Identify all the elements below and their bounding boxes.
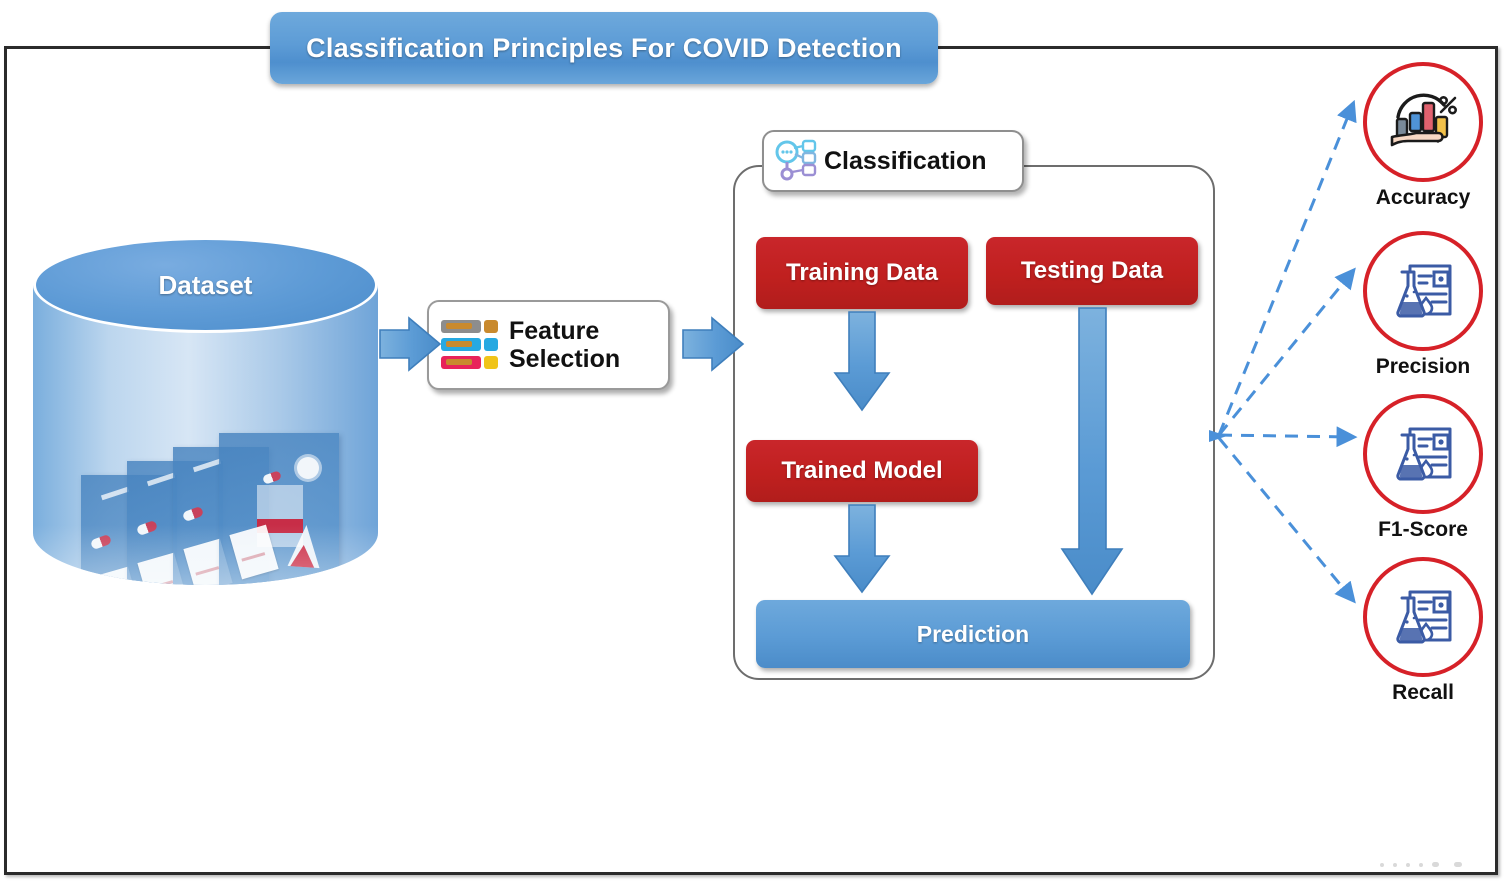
dataset-label: Dataset: [158, 269, 253, 300]
metric-ring: [1363, 394, 1483, 514]
hand-bar-chart-percent-icon: [1390, 93, 1457, 147]
prediction-box[interactable]: Prediction: [756, 600, 1190, 668]
dataset-sample-cards: [81, 433, 341, 585]
flask-document-icon: [1396, 590, 1452, 644]
testing-data-box[interactable]: Testing Data: [986, 237, 1198, 305]
metric-label: Precision: [1375, 355, 1471, 378]
feature-list-icon: [439, 314, 501, 376]
metric-precision[interactable]: Precision: [1362, 231, 1484, 379]
cylinder-top: Dataset: [33, 237, 378, 333]
swab-icon: [146, 472, 176, 487]
feature-selection-label-line2: Selection: [509, 345, 621, 373]
classification-magnifier-icon: [772, 138, 820, 184]
test-slide-band-icon: [257, 519, 303, 533]
pill-icon: [262, 470, 282, 485]
trained-model-label: Trained Model: [781, 457, 943, 484]
metric-ring: [1363, 231, 1483, 351]
virus-icon: [297, 457, 319, 479]
trained-model-box[interactable]: Trained Model: [746, 440, 978, 502]
pill-icon: [181, 505, 205, 523]
prediction-label: Prediction: [916, 620, 1030, 647]
metric-ring: [1363, 557, 1483, 677]
testing-data-label: Testing Data: [1020, 257, 1164, 284]
flask-document-icon: [1396, 264, 1452, 318]
metric-recall[interactable]: Recall: [1362, 557, 1484, 705]
training-data-label: Training Data: [785, 259, 939, 286]
dataset-cylinder: Dataset: [33, 237, 378, 632]
classification-header[interactable]: Classification: [762, 130, 1024, 192]
metric-label: Recall: [1392, 681, 1454, 704]
metric-accuracy[interactable]: Accuracy: [1362, 62, 1484, 210]
cylinder-shading: [33, 525, 378, 585]
metric-label: Accuracy: [1375, 186, 1471, 209]
corner-dots-artifact: [1380, 862, 1462, 867]
swab-icon: [100, 486, 130, 501]
feature-selection-label: Feature Selection: [509, 317, 620, 373]
sample-card: [219, 433, 339, 585]
training-data-box[interactable]: Training Data: [756, 237, 968, 309]
flask-document-icon: [1396, 427, 1452, 481]
metric-ring: [1363, 62, 1483, 182]
metric-f1-score[interactable]: F1-Score: [1362, 394, 1484, 542]
feature-selection-box[interactable]: Feature Selection: [427, 300, 670, 390]
page-title: Classification Principles For COVID Dete…: [306, 32, 902, 63]
feature-selection-label-line1: Feature: [509, 317, 600, 345]
diagram-title-banner: Classification Principles For COVID Dete…: [270, 12, 938, 84]
swab-icon: [192, 458, 222, 473]
cylinder-body: [33, 285, 378, 585]
metric-label: F1-Score: [1378, 518, 1468, 541]
classification-label: Classification: [824, 146, 987, 175]
